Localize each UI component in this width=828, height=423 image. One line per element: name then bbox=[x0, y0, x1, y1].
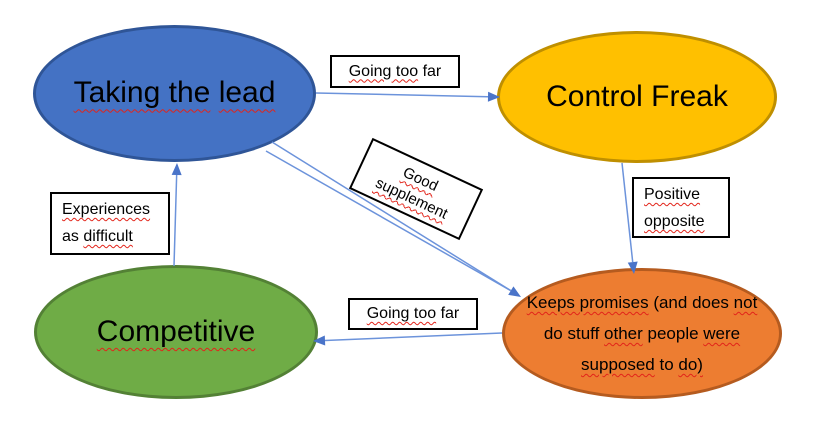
connector-taking-lead-to-keeps-promises[interactable] bbox=[265, 141, 521, 297]
node-control-freak-label: Control Freak bbox=[546, 79, 728, 113]
connector-control-freak-to-keeps-promises[interactable] bbox=[621, 162, 638, 274]
label-box-going-too-far-bottom[interactable]: Going too far bbox=[348, 298, 478, 330]
label-box-going-too-far-top[interactable]: Going too far bbox=[330, 55, 460, 88]
label-going-too-far-top-text: Going too far bbox=[348, 62, 442, 80]
label-going-too-far-bottom-text: Going too far bbox=[366, 305, 460, 322]
connector-taking-lead-to-control-freak[interactable] bbox=[315, 91, 500, 102]
node-taking-the-lead-label: Taking the lead bbox=[73, 76, 276, 110]
node-control-freak[interactable]: Control Freak bbox=[497, 31, 777, 163]
node-taking-the-lead[interactable]: Taking the lead bbox=[33, 25, 316, 162]
node-competitive-label: Competitive bbox=[96, 314, 256, 348]
connector-keeps-promises-to-competitive[interactable] bbox=[313, 332, 503, 346]
node-competitive[interactable]: Competitive bbox=[34, 265, 318, 399]
connector-competitive-to-taking-lead[interactable] bbox=[171, 163, 182, 267]
